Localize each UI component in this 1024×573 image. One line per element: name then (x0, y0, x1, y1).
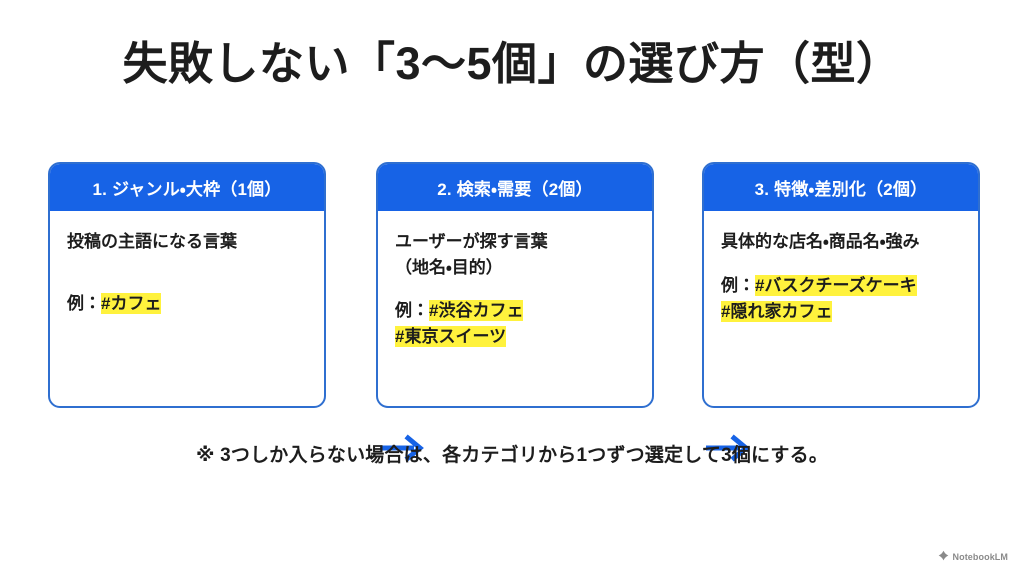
example-tag-1-1: #カフェ (101, 292, 162, 314)
card-header-1: 1. ジャンル・大枠（1個） (50, 164, 324, 211)
watermark: NotebookLM (938, 550, 1009, 563)
example-tag-2-1: #渋谷カフェ (429, 300, 524, 321)
example-tag-2-2: #東京スイーツ (395, 326, 507, 348)
category-card-1: 1. ジャンル・大枠（1個） 投稿の主語になる言葉 例：#カフェ (48, 162, 326, 408)
example-tag-3-1: #バスクチーズケーキ (755, 274, 917, 296)
category-card-3: 3. 特徴・差別化（2個） 具体的な店名・商品名・強み 例：#バスクチーズケーキ… (702, 162, 980, 408)
example-prefix-2: 例： (395, 301, 429, 320)
example-prefix-3: 例： (721, 275, 755, 295)
arrow-right-icon-1 (380, 434, 426, 462)
card-body-3: 具体的な店名・商品名・強み 例：#バスクチーズケーキ #隠れ家カフェ (704, 211, 978, 325)
card-body-2: ユーザーが探す言葉（地名・目的） 例：#渋谷カフェ #東京スイーツ (378, 211, 652, 351)
card-header-3: 3. 特徴・差別化（2個） (704, 164, 978, 211)
card-row: 1. ジャンル・大枠（1個） 投稿の主語になる言葉 例：#カフェ 2. 検索・需… (48, 162, 980, 462)
card-example-2: 例：#渋谷カフェ #東京スイーツ (395, 298, 635, 351)
card-description-3: 具体的な店名・商品名・強み (721, 232, 920, 251)
card-description-1: 投稿の主語になる言葉 (67, 232, 237, 251)
card-example-1: 例：#カフェ (67, 291, 307, 317)
watermark-label: NotebookLM (952, 551, 1008, 562)
card-header-2: 2. 検索・需要（2個） (378, 164, 652, 211)
footer-note: ※ 3つしか入らない場合は、各カテゴリから1つずつ選定して3個にする。 (195, 445, 829, 466)
category-card-2: 2. 検索・需要（2個） ユーザーが探す言葉（地名・目的） 例：#渋谷カフェ #東… (376, 162, 654, 408)
example-prefix-1: 例： (67, 293, 101, 313)
card-body-1: 投稿の主語になる言葉 例：#カフェ (50, 211, 324, 317)
card-example-3: 例：#バスクチーズケーキ #隠れ家カフェ (721, 273, 961, 326)
notebooklm-icon (938, 550, 949, 563)
arrow-right-icon-2 (706, 434, 752, 462)
card-description-2: ユーザーが探す言葉（地名・目的） (395, 232, 548, 277)
example-tag-3-2: #隠れ家カフェ (721, 300, 833, 322)
page-title: 失敗しない「3〜5個」の選び方（型） (122, 38, 902, 89)
